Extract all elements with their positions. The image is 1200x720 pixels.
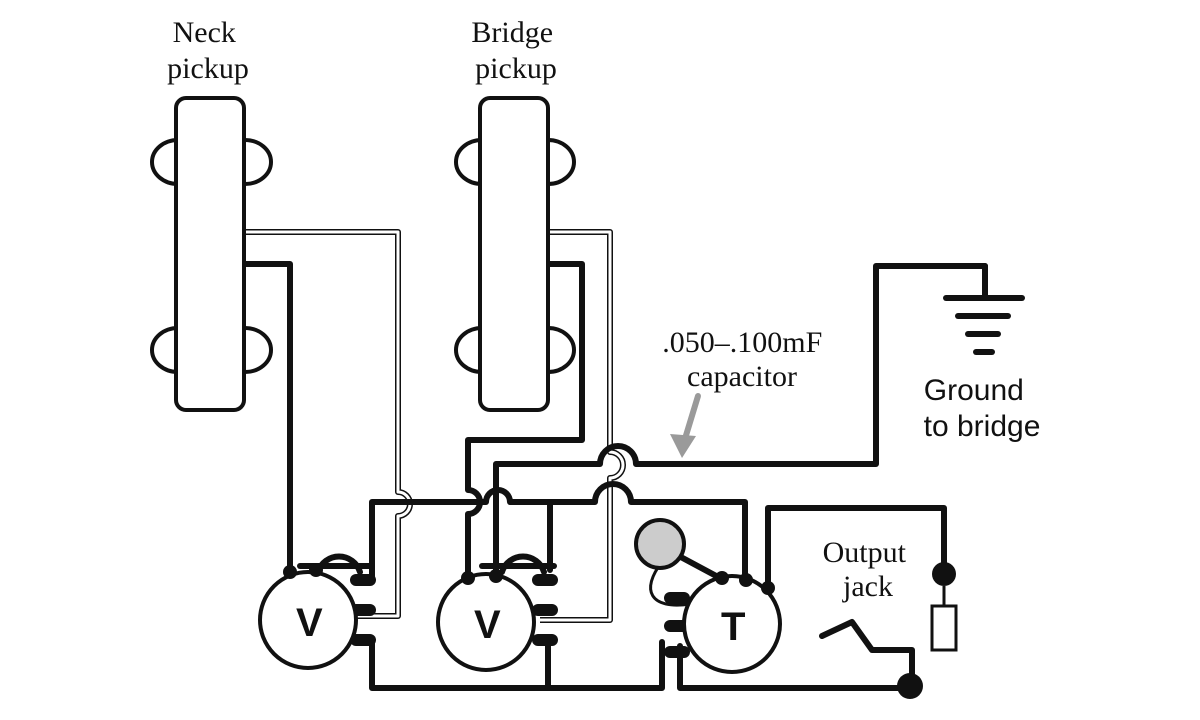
capacitor-pointer-arrow: [670, 393, 701, 458]
neck-ground-wire: [242, 261, 293, 573]
neck-volume-pot: [258, 553, 376, 670]
top-bus-wire-2: [547, 481, 748, 581]
neck-volume-knob-label: V: [296, 601, 323, 645]
capacitor: [634, 518, 686, 570]
ground-label: Ground to bridge: [924, 374, 1041, 443]
lower-link-wire-b: [545, 639, 665, 691]
ground-bus-wire: [493, 263, 988, 579]
tone-pot: [664, 571, 782, 674]
capacitor-label: .050–.100mF capacitor: [662, 326, 830, 393]
output-jack-label: Output jack: [823, 536, 914, 603]
bridge-volume-knob-label: V: [474, 603, 501, 647]
lower-link-wire-a: [369, 637, 551, 691]
output-jack: [897, 562, 958, 699]
bridge-volume-pot: [436, 553, 558, 672]
jack-tip-wire: [819, 619, 915, 693]
neck-pickup: [150, 96, 273, 412]
bridge-pickup-label: Bridge pickup: [471, 16, 560, 85]
bridge-ground-wire: [465, 261, 585, 581]
bridge-hot-wire: [540, 229, 626, 623]
top-bus-wire: [369, 487, 553, 585]
ground-icon: [943, 263, 1025, 355]
bridge-pickup: [454, 96, 576, 412]
tone-knob-label: T: [721, 605, 745, 649]
tone-output-wire: [765, 505, 947, 589]
jack-sleeve-wire: [677, 643, 911, 691]
neck-pickup-label: Neck pickup: [167, 16, 249, 85]
